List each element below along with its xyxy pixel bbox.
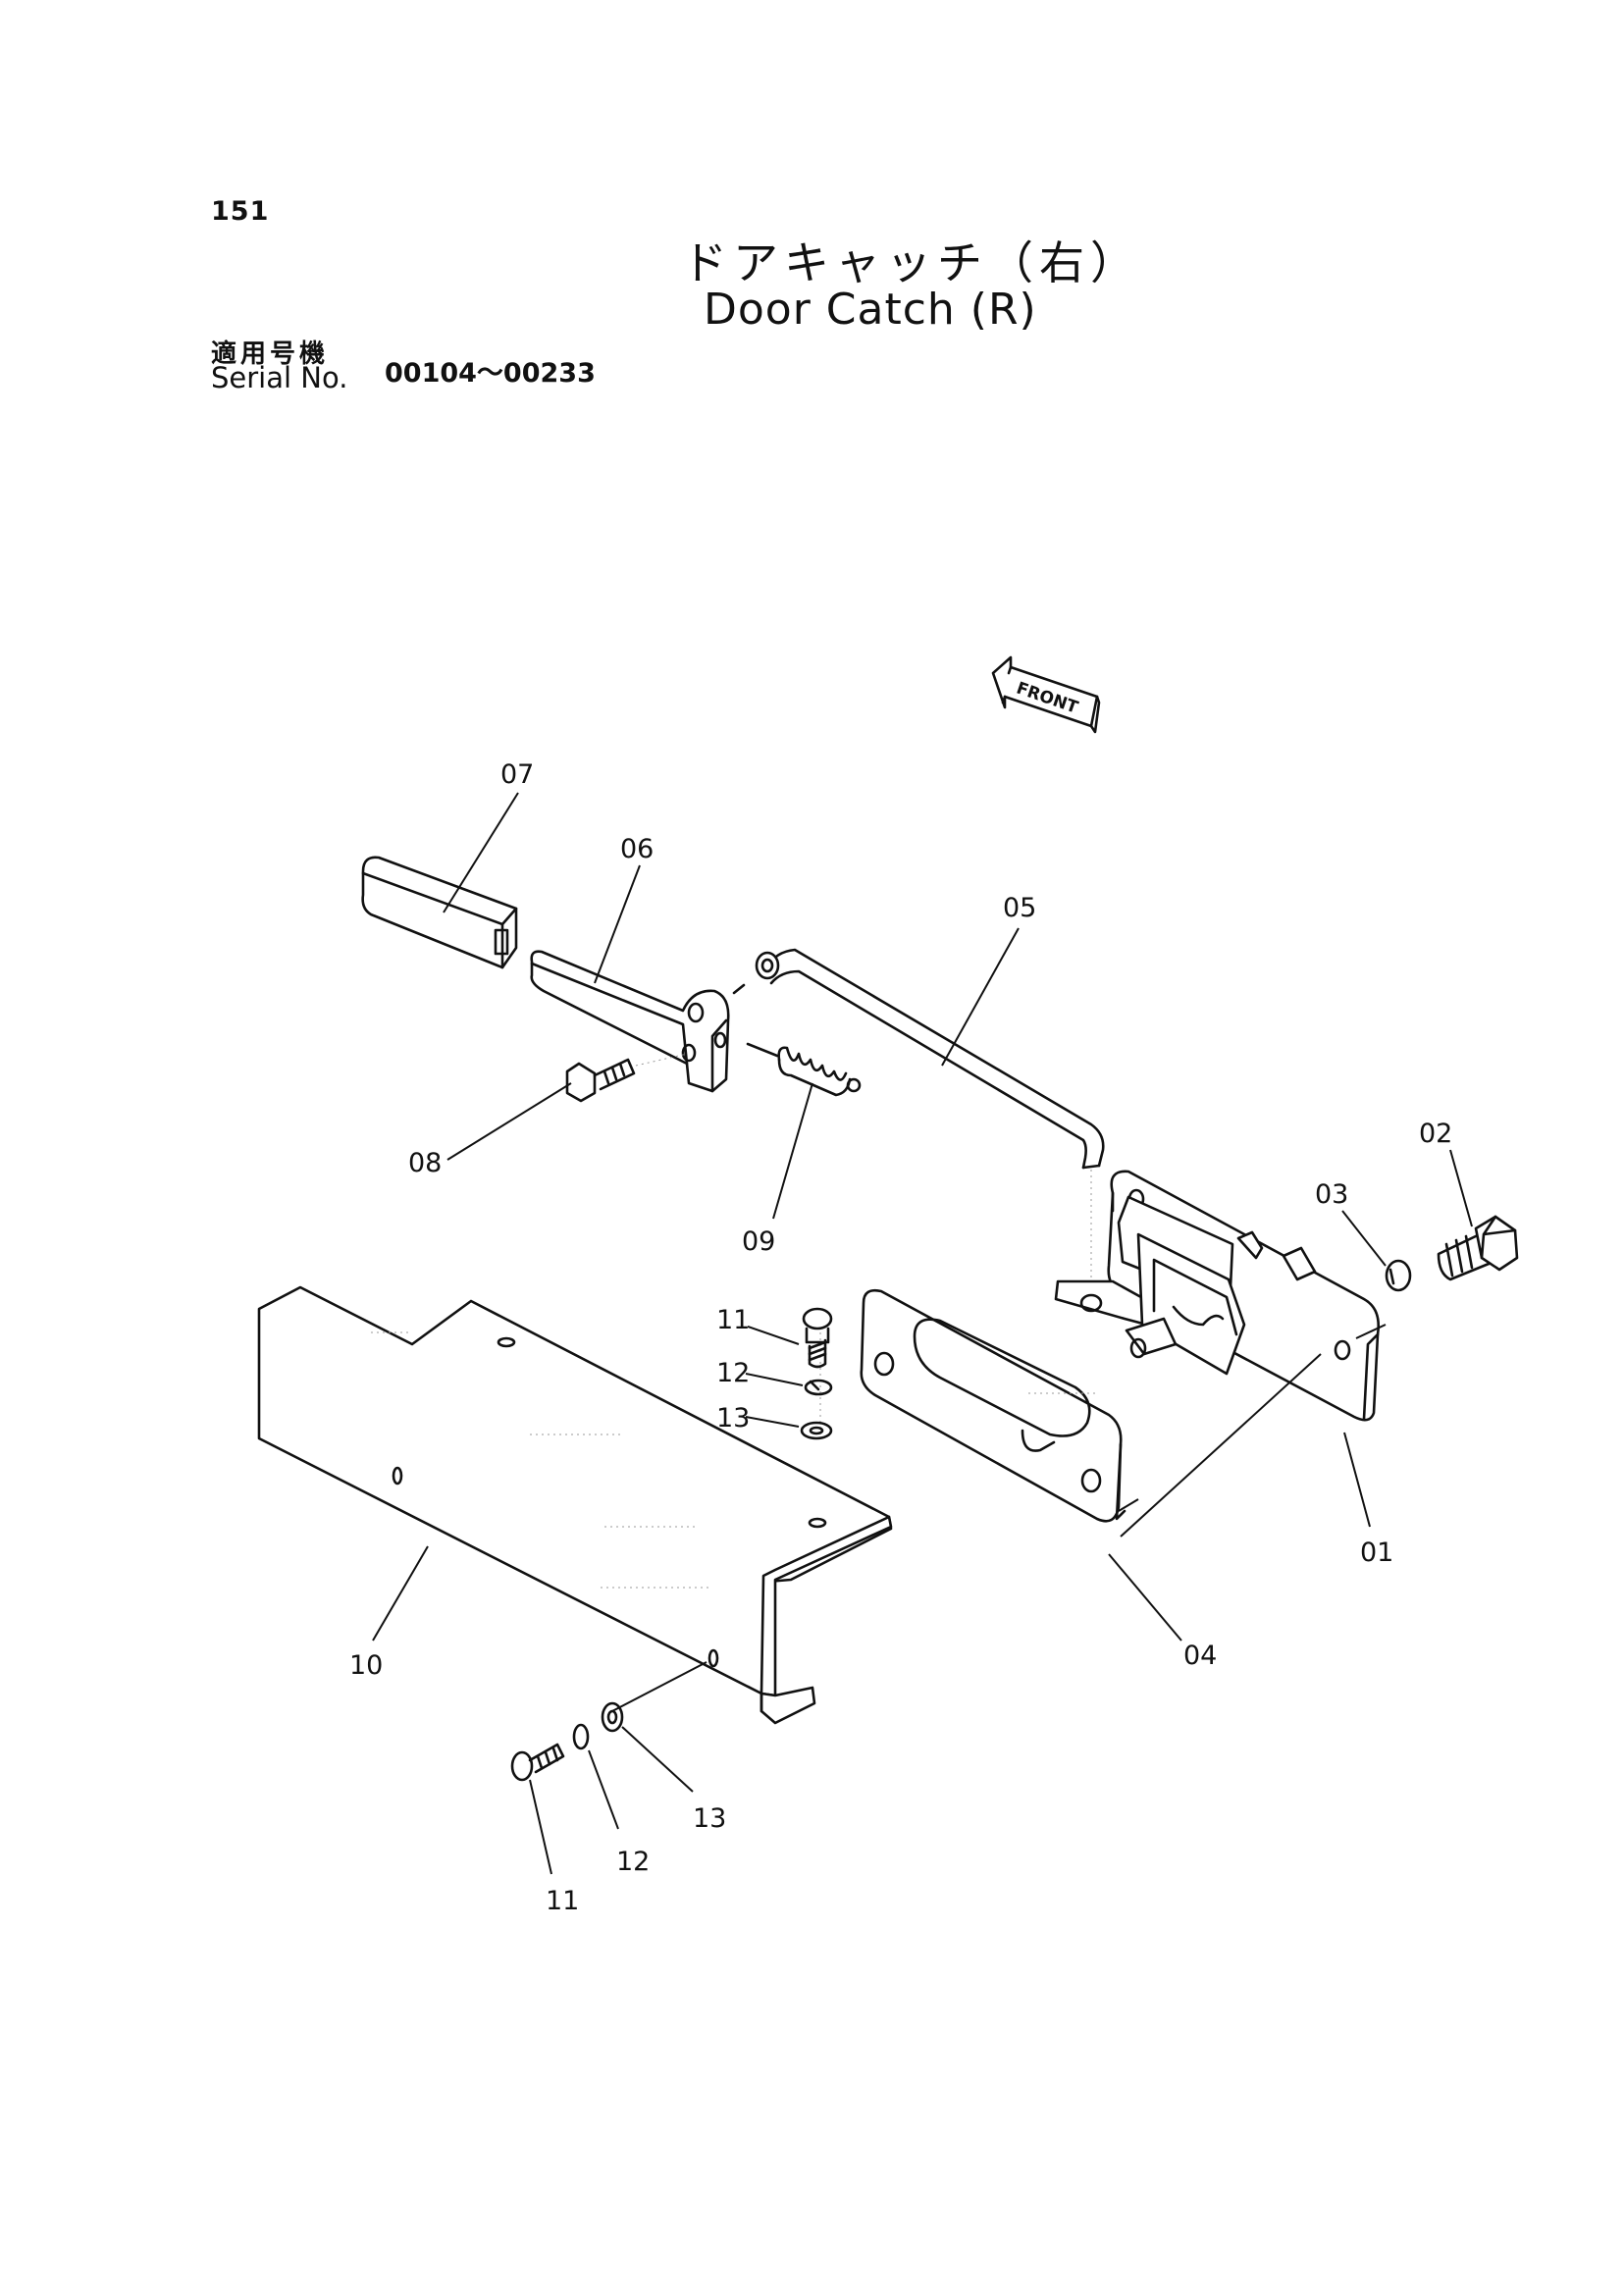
callout-13-lower: 13 xyxy=(693,1803,726,1834)
part-10-bracket xyxy=(257,1285,893,1725)
part-03-washer xyxy=(1385,1259,1412,1292)
part-11-screw-lower xyxy=(510,1743,565,1782)
part-09-spring xyxy=(746,1042,862,1097)
serial-label-english: Serial No. xyxy=(211,361,348,394)
callout-11-upper: 11 xyxy=(716,1305,750,1335)
serial-label-japanese: 適用号機 xyxy=(211,339,330,369)
part-12-washer-lower xyxy=(572,1723,590,1750)
part-08-bolt xyxy=(565,1053,688,1103)
callout-01: 01 xyxy=(1360,1538,1393,1568)
callout-07: 07 xyxy=(500,759,534,790)
callout-06: 06 xyxy=(620,834,654,864)
front-arrow-icon: FRONT xyxy=(991,655,1101,734)
callout-10: 10 xyxy=(349,1650,383,1681)
page-number: 151 xyxy=(211,196,270,227)
callout-12-upper: 12 xyxy=(716,1358,750,1388)
part-02-bolt xyxy=(1437,1215,1519,1281)
callout-12-lower: 12 xyxy=(616,1847,650,1877)
callout-02: 02 xyxy=(1419,1119,1452,1149)
part-13-washer-lower xyxy=(601,1701,624,1733)
part-11-screw-upper xyxy=(802,1307,833,1369)
callout-13-upper: 13 xyxy=(716,1403,750,1434)
part-05-rod xyxy=(755,948,1105,1311)
part-06-lever xyxy=(530,950,746,1093)
callout-04: 04 xyxy=(1183,1641,1217,1671)
part-07-sleeve xyxy=(361,856,518,969)
title-japanese: ドアキャッチ（右） xyxy=(682,236,1141,289)
part-13-washer-upper xyxy=(800,1421,833,1440)
title-english: Door Catch (R) xyxy=(704,285,1037,335)
leader-lines xyxy=(372,792,1473,1875)
part-04-gasket xyxy=(860,1288,1126,1523)
callout-11-lower: 11 xyxy=(546,1886,579,1916)
callout-03: 03 xyxy=(1315,1179,1348,1210)
callout-09: 09 xyxy=(742,1226,775,1257)
callout-08: 08 xyxy=(408,1148,442,1178)
part-12-washer-upper xyxy=(804,1379,833,1396)
assembly-lines xyxy=(819,1315,1387,1538)
callout-05: 05 xyxy=(1003,893,1036,923)
serial-range: 00104～00233 xyxy=(385,358,596,389)
part-01-catch xyxy=(1054,1170,1380,1422)
